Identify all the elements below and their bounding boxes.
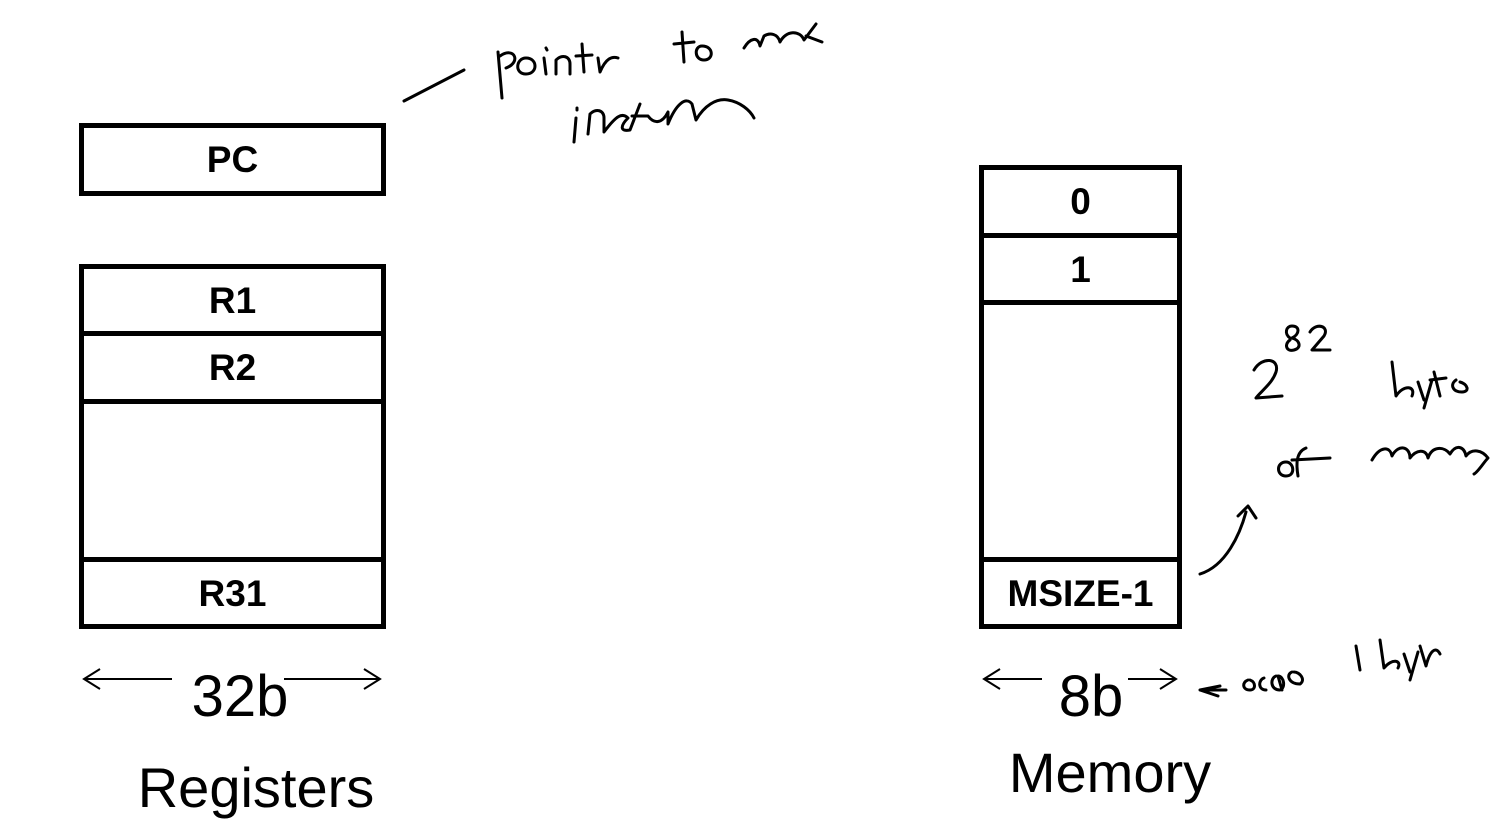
register-r2: R2 (79, 331, 386, 404)
memory-size-note-scribble (1252, 324, 1490, 478)
memory-gap (979, 300, 1182, 562)
register-r31: R31 (79, 557, 386, 629)
memory-width-label: 8b (1058, 664, 1124, 729)
cell-size-note-text: each 1 byte (0, 0, 1, 1)
memory-cell-last-label: MSIZE-1 (1007, 572, 1154, 614)
pc-register-label: PC (206, 139, 259, 180)
memory-size-note-text: 2^32 bytes of memory (0, 0, 1, 1)
cell-size-note-scribble (1198, 638, 1442, 698)
memory-caption: Memory (1008, 741, 1212, 804)
memory-cell-last: MSIZE-1 (979, 557, 1182, 629)
pc-note-text: points to next instruction (0, 0, 1, 1)
memory-cell-1: 1 (979, 233, 1182, 305)
register-r31-label: R31 (198, 572, 267, 614)
register-r1: R1 (79, 264, 386, 336)
memory-size-note-arrow (1198, 504, 1258, 576)
pc-register: PC (79, 123, 386, 196)
memory-cell-1-label: 1 (1070, 248, 1091, 290)
registers-caption: Registers (137, 756, 375, 819)
register-gap (79, 399, 386, 562)
memory-cell-0-label: 0 (1070, 181, 1091, 222)
register-width-label: 32b (191, 664, 289, 729)
register-r1-label: R1 (208, 279, 257, 321)
memory-cell-0: 0 (979, 165, 1182, 238)
pc-note-leader-line (402, 68, 466, 103)
register-r2-label: R2 (208, 347, 257, 388)
pc-note-scribble (496, 22, 824, 144)
